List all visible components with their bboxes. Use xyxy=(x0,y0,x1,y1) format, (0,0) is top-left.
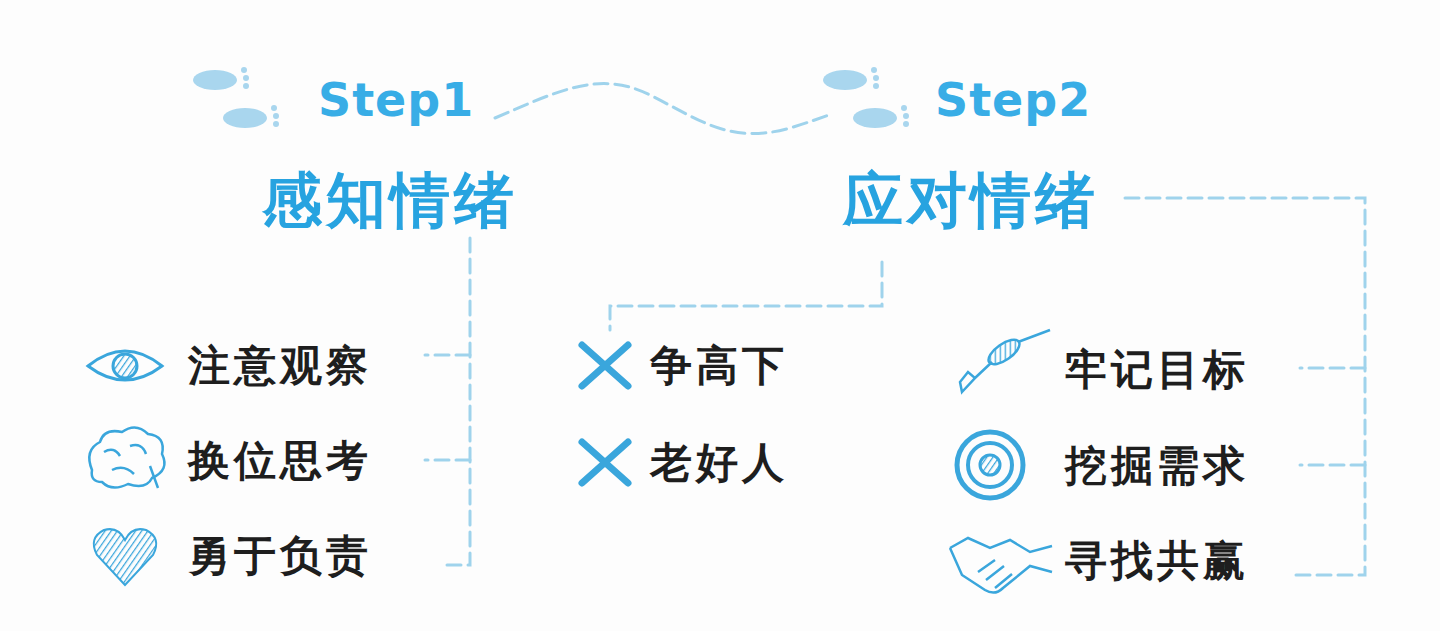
item-text: 挖掘需求 xyxy=(1065,445,1249,487)
step-heading: 应对情绪 xyxy=(843,170,1099,230)
heart-icon xyxy=(94,529,156,585)
target-icon xyxy=(957,432,1023,498)
cross-icon xyxy=(582,345,628,483)
eye-icon xyxy=(88,351,162,380)
bracket-tick xyxy=(425,355,470,460)
item-text: 勇于负责 xyxy=(188,535,372,577)
item-text: 寻找共赢 xyxy=(1065,540,1249,582)
brain-icon xyxy=(89,427,164,488)
footprint-icon xyxy=(823,67,909,128)
bracket-line xyxy=(610,262,882,330)
step-heading: 感知情绪 xyxy=(262,170,518,230)
step-label: Step1 xyxy=(318,77,474,123)
item-text: 牢记目标 xyxy=(1065,349,1249,391)
bracket-tick xyxy=(1300,368,1365,465)
footprint-icon xyxy=(193,67,279,128)
item-text: 换位思考 xyxy=(188,440,372,482)
dart-icon xyxy=(960,330,1050,392)
item-text: 争高下 xyxy=(650,345,788,387)
wavy-path xyxy=(495,84,832,134)
item-text: 老好人 xyxy=(650,442,788,484)
step-label: Step2 xyxy=(935,77,1091,123)
item-text: 注意观察 xyxy=(188,345,372,387)
bracket-line xyxy=(445,238,470,565)
handshake-icon xyxy=(950,538,1052,593)
